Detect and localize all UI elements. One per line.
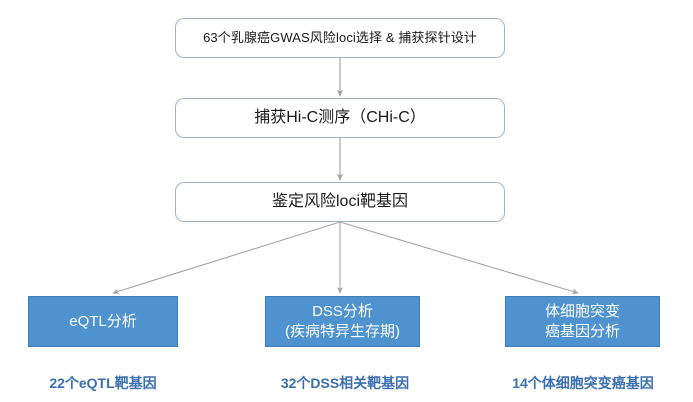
process-node-loci-selection[interactable]: 63个乳腺癌GWAS风险loci选择 & 捕获探针设计 [175, 18, 505, 58]
process-node-label: 鉴定风险loci靶基因 [271, 193, 408, 210]
arrow-target-genes-to-somatic [339, 221, 579, 295]
result-caption-eqtl: 22个eQTL靶基因 [49, 375, 157, 391]
analysis-node-somatic-mutation[interactable]: 体细胞突变 癌基因分析 [505, 296, 660, 347]
analysis-node-line-secondary: 癌基因分析 [544, 322, 620, 340]
result-caption-dss: 32个DSS相关靶基因 [280, 375, 410, 391]
arrow-target-genes-to-eqtl [112, 221, 341, 295]
analysis-node-line: DSS分析 [312, 303, 373, 320]
result-caption-somatic: 14个体细胞突变癌基因 [512, 375, 654, 391]
process-node-chic-sequencing[interactable]: 捕获Hi-C测序（CHi-C） [175, 98, 505, 138]
analysis-node-eqtl[interactable]: eQTL分析 [28, 296, 178, 347]
analysis-node-dss[interactable]: DSS分析 (疾病特异生存期) [265, 296, 420, 347]
analysis-node-line: 体细胞突变 [544, 303, 620, 320]
analysis-node-line-secondary: (疾病特异生存期) [285, 322, 400, 340]
analysis-node-line: eQTL分析 [69, 312, 137, 330]
process-node-target-genes[interactable]: 鉴定风险loci靶基因 [175, 182, 505, 222]
process-node-label: 捕获Hi-C测序（CHi-C） [254, 109, 426, 126]
process-node-label: 63个乳腺癌GWAS风险loci选择 & 捕获探针设计 [203, 29, 477, 45]
